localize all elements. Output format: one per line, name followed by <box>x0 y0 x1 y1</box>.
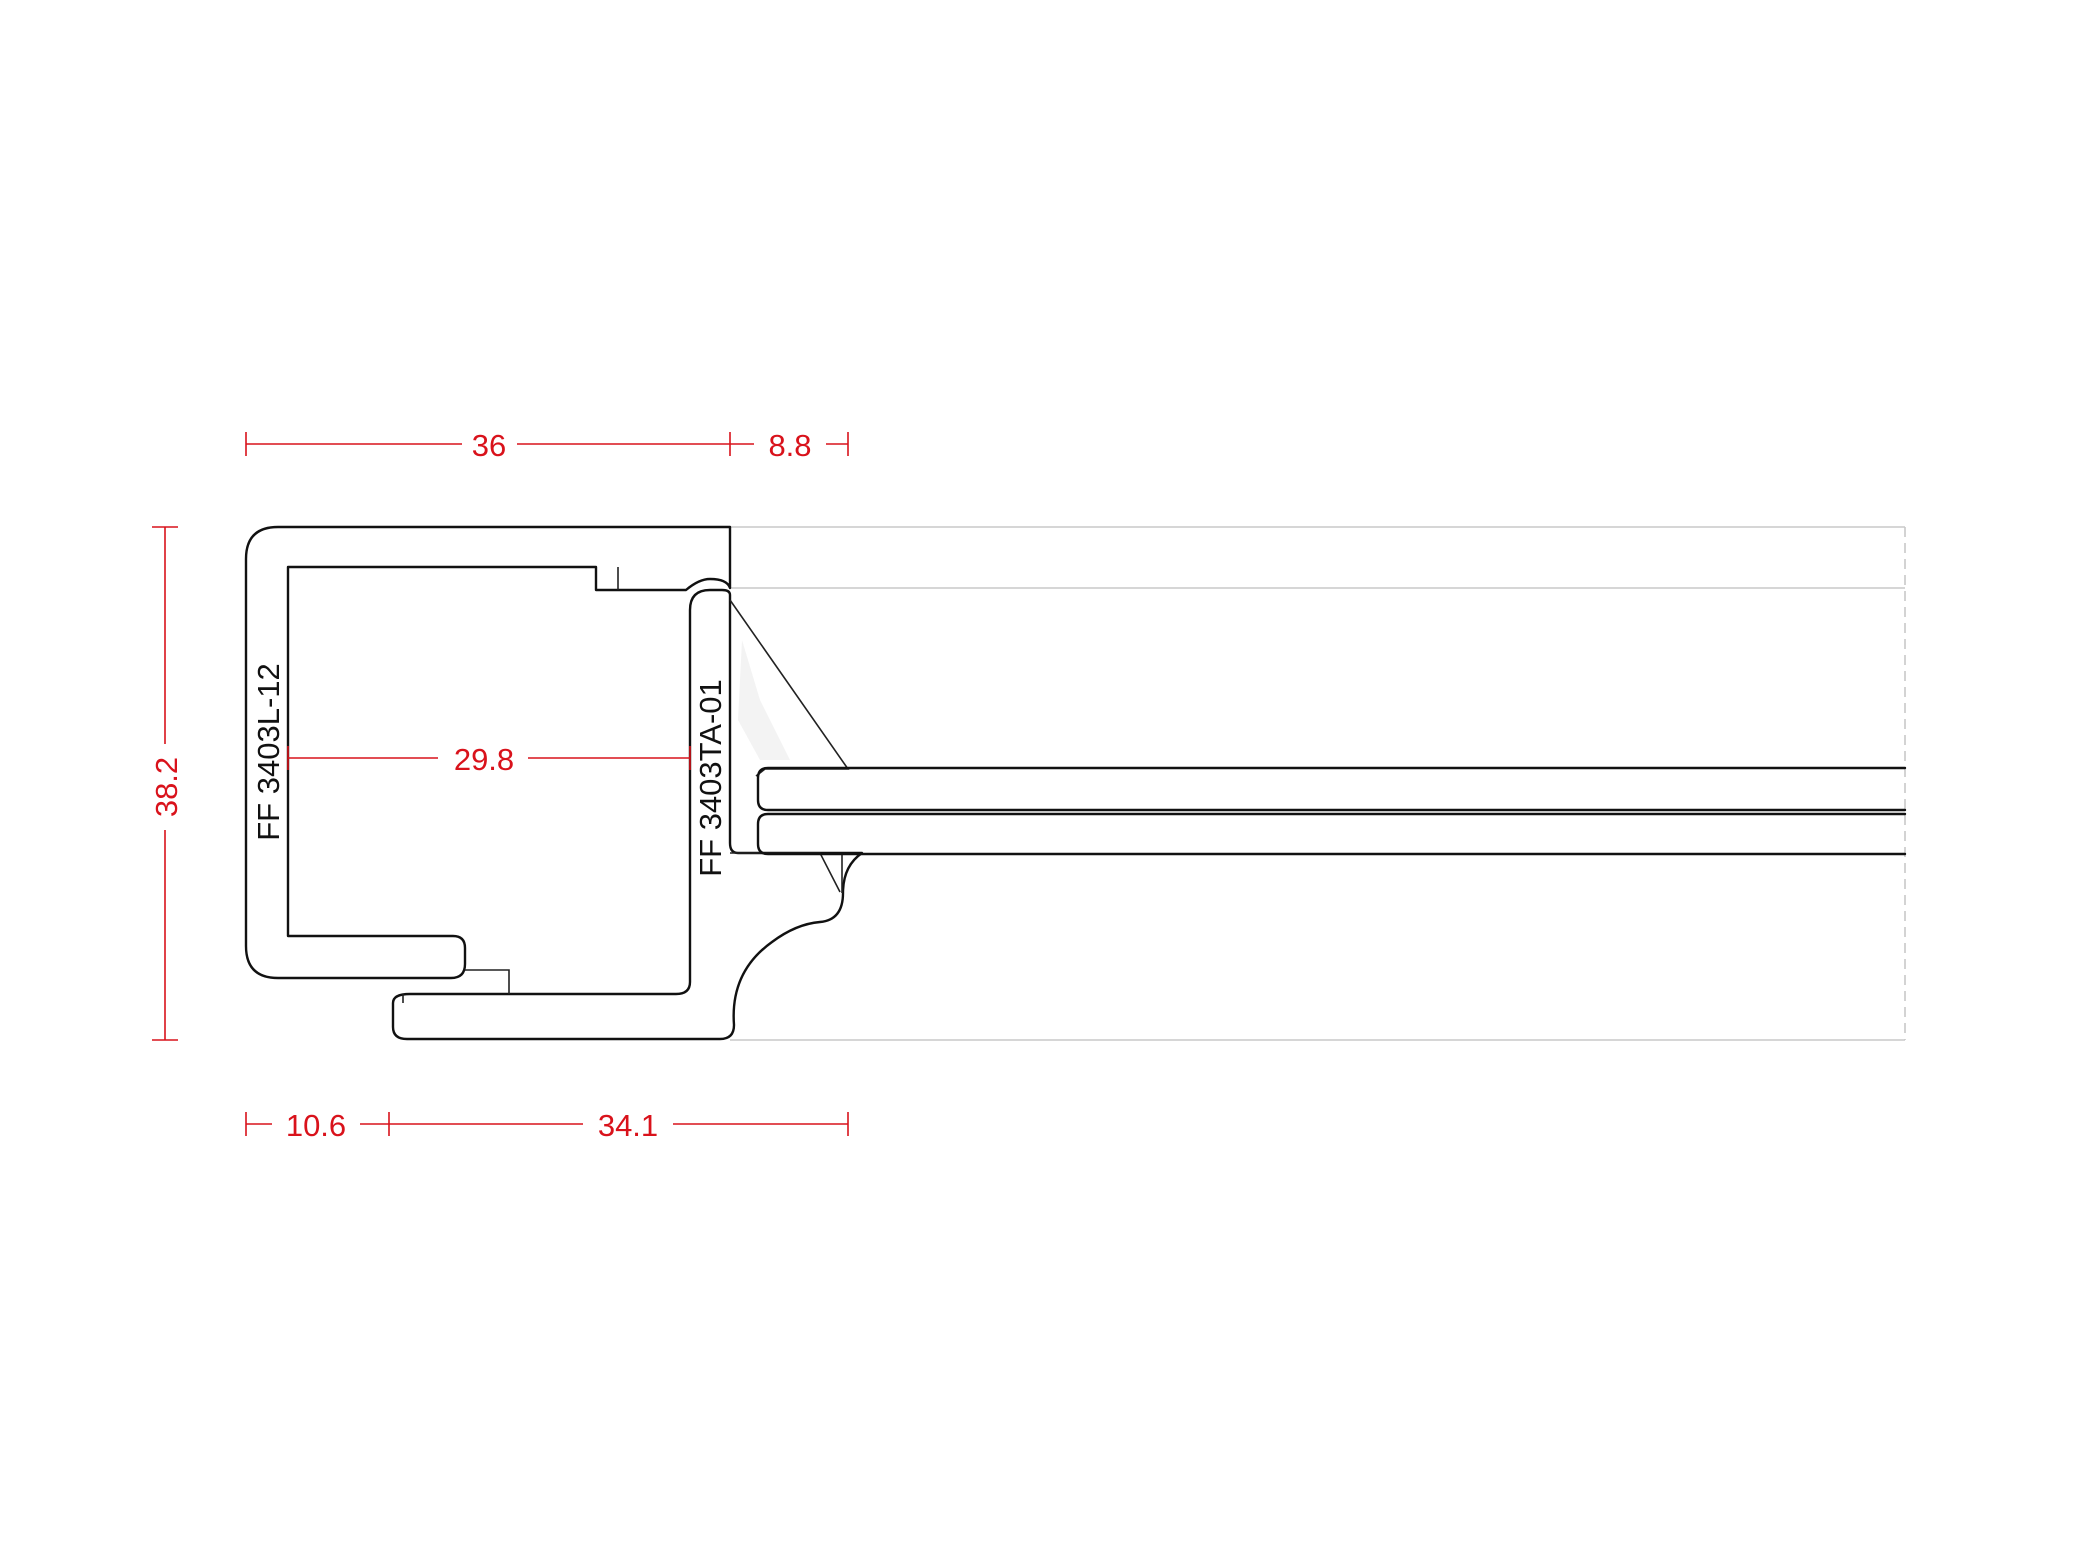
glass-panes <box>756 766 1907 856</box>
dimension-top-lip-label: 8.8 <box>768 428 811 463</box>
dimension-bottom-offset-label: 10.6 <box>286 1108 346 1143</box>
dimension-height: 38.2 <box>149 526 184 1041</box>
outer-frame-profile-label: FF 3403L-12 <box>251 663 286 841</box>
dimension-inner-width-label: 29.8 <box>454 742 514 777</box>
dimension-height-label: 38.2 <box>149 757 184 817</box>
dimension-top-width: 36 <box>245 428 731 463</box>
glazing-wedge <box>729 599 850 777</box>
dimension-top-lip: 8.8 <box>730 428 849 463</box>
dimension-bottom-offset: 10.6 <box>245 1108 390 1143</box>
outer-frame-profile <box>244 525 732 980</box>
dimension-bottom-width-label: 34.1 <box>598 1108 658 1143</box>
dimension-top-width-label: 36 <box>472 428 506 463</box>
reference-envelope <box>730 526 1906 1041</box>
inner-frame-profile-label: FF 3403TA-01 <box>693 679 728 877</box>
dimension-inner-width: 29.8 <box>287 742 691 777</box>
dimension-bottom-width: 34.1 <box>389 1108 849 1143</box>
